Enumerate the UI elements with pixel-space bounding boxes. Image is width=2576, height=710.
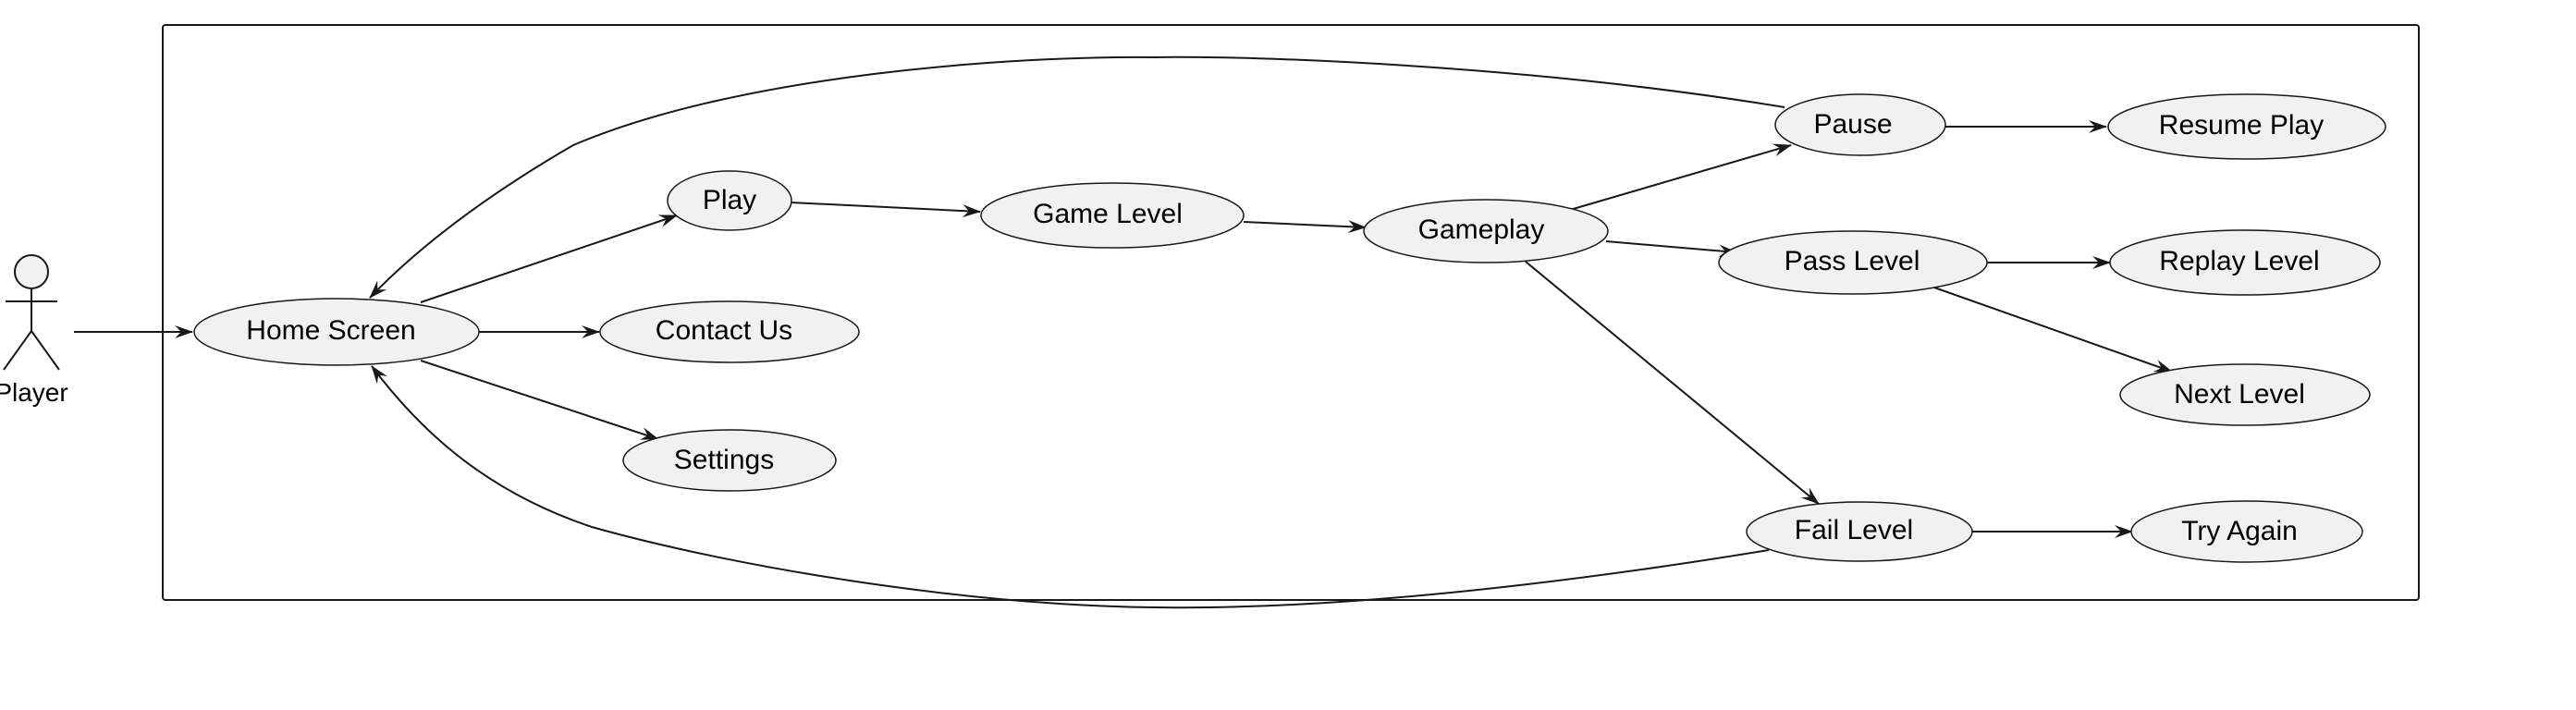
use-case-labels: Home Screen Play Contact Us Settings Gam…	[246, 109, 2324, 546]
usecase-resume-play-shape	[2107, 93, 2386, 160]
usecase-try-again-label: Try Again	[2181, 516, 2298, 546]
edge-play-gamelevel	[790, 202, 981, 218]
usecase-pause-label: Pause	[1813, 109, 1892, 140]
usecase-replay-level-shape	[2109, 229, 2381, 296]
usecase-contact-us-label: Contact Us	[656, 315, 792, 346]
usecase-pass-level-shape	[1718, 230, 1988, 295]
edge-gameplay-fail	[1525, 261, 1820, 505]
edges	[74, 55, 2173, 609]
usecase-fail-level-label: Fail Level	[1795, 515, 1913, 545]
usecase-play-label: Play	[703, 185, 756, 215]
usecase-gameplay-label: Gameplay	[1418, 214, 1545, 245]
usecase-replay-level-label: Replay Level	[2159, 246, 2319, 276]
usecase-settings-shape	[622, 429, 837, 492]
usecase-pass-level-label: Pass Level	[1785, 246, 1920, 276]
edge-home-settings	[420, 360, 659, 440]
usecase-gameplay-shape	[1363, 199, 1609, 263]
system-boundary	[162, 24, 2420, 601]
usecase-play-shape	[667, 170, 792, 231]
usecase-game-level-label: Game Level	[1033, 199, 1183, 229]
usecase-pause-shape	[1774, 93, 1946, 156]
usecase-settings-label: Settings	[674, 445, 774, 475]
actor-player	[3, 254, 60, 371]
edge-pause-home	[369, 55, 1785, 299]
edge-fail-home	[371, 365, 1770, 609]
edge-gameplay-pass	[1605, 240, 1737, 258]
use-cases	[193, 93, 2386, 563]
usecase-try-again-shape	[2130, 500, 2363, 563]
edge-gameplay-pause	[1569, 143, 1792, 211]
actor-label: Player	[0, 378, 68, 407]
usecase-contact-us-shape	[599, 300, 860, 363]
usecase-fail-level-shape	[1746, 501, 1973, 562]
usecase-next-level-label: Next Level	[2174, 379, 2305, 410]
usecase-home-screen-label: Home Screen	[246, 315, 415, 346]
edge-gamelevel-gameplay	[1243, 220, 1367, 234]
edge-pass-next	[1933, 287, 2173, 373]
edge-home-play	[420, 214, 678, 303]
usecase-home-screen-shape	[193, 298, 480, 366]
usecase-resume-play-label: Resume Play	[2159, 110, 2324, 141]
usecase-game-level-shape	[980, 182, 1245, 249]
usecase-next-level-shape	[2119, 363, 2371, 426]
